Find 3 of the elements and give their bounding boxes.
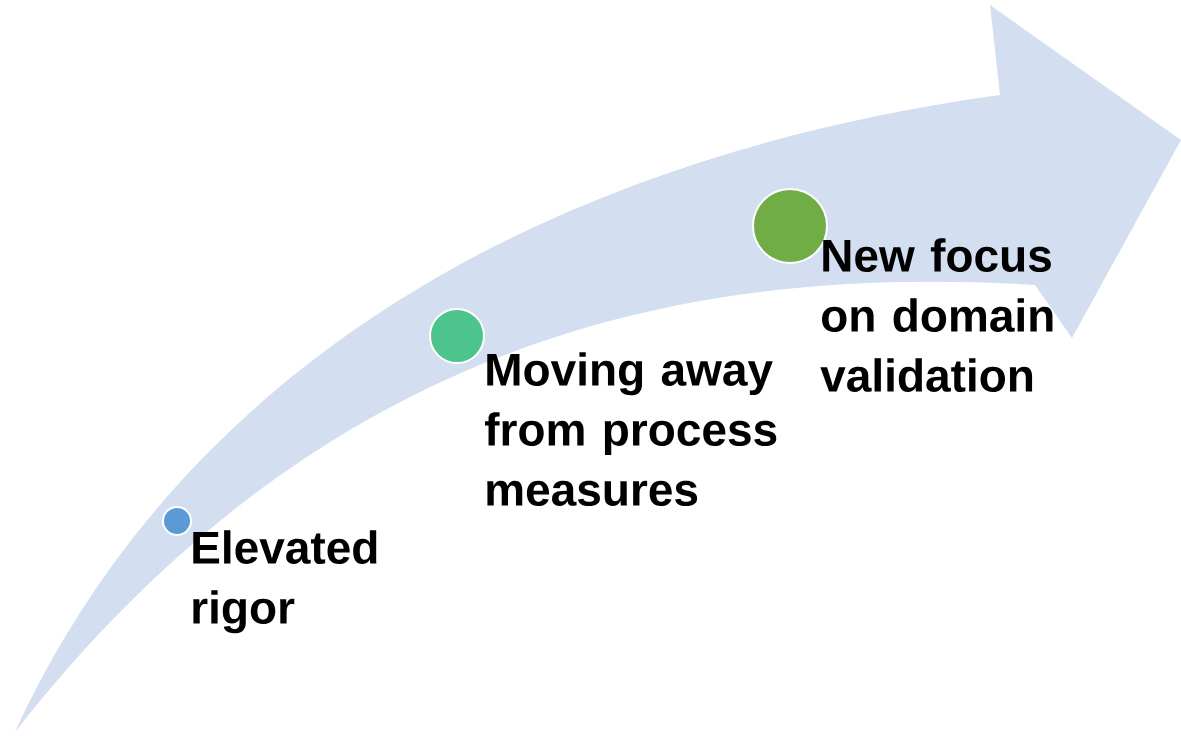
milestone-text: Moving away from process measures (485, 352, 777, 506)
milestone-text: New focus on domain validation (820, 238, 1053, 392)
milestone-text: Elevated rigor (193, 530, 377, 634)
